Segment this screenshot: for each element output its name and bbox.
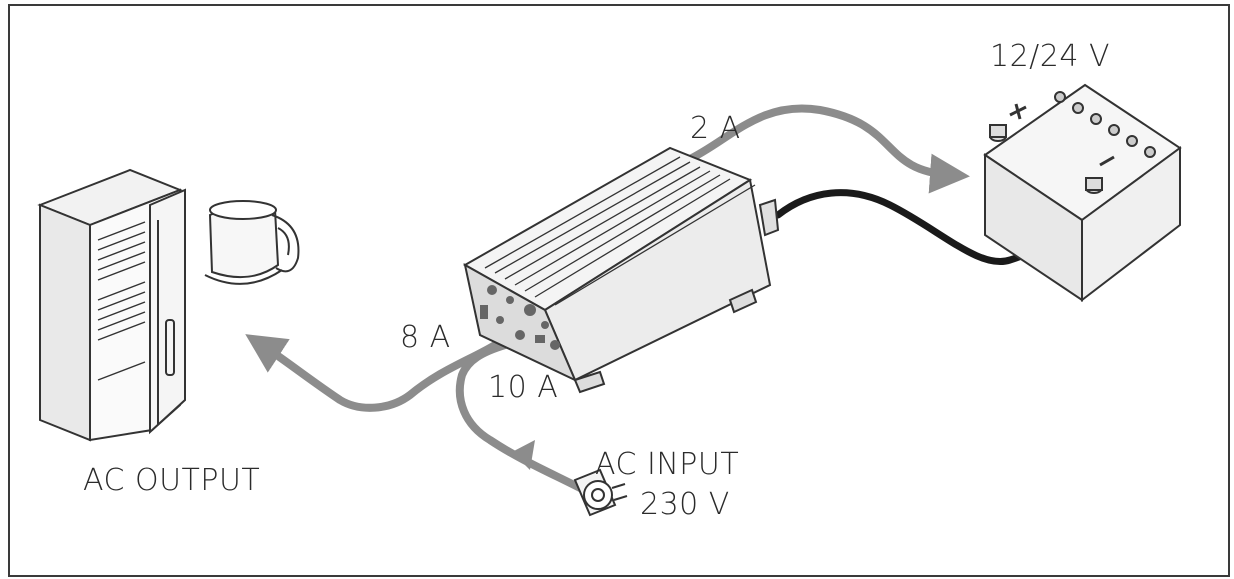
dc-positive-cable: [684, 104, 970, 194]
label-battery-voltage: 12/24 V: [990, 39, 1111, 74]
label-ac-input: AC INPUT: [595, 447, 740, 482]
label-dc-current: 2 A: [690, 111, 741, 146]
label-ac-output-current: 8 A: [400, 320, 451, 355]
ac-input-cable: [455, 341, 584, 492]
inverter-unit: [462, 146, 780, 394]
ac-output-cable: [245, 334, 499, 412]
label-ac-input-current: 10 A: [488, 370, 559, 405]
label-ac-input-voltage: 230 V: [640, 487, 730, 522]
plug-icon: [573, 468, 628, 517]
refrigerator-icon: [37, 168, 186, 442]
ac-input-arrow: [512, 440, 535, 470]
kettle-icon: [204, 200, 300, 285]
battery-icon: [983, 83, 1182, 303]
label-ac-output: AC OUTPUT: [83, 463, 261, 498]
